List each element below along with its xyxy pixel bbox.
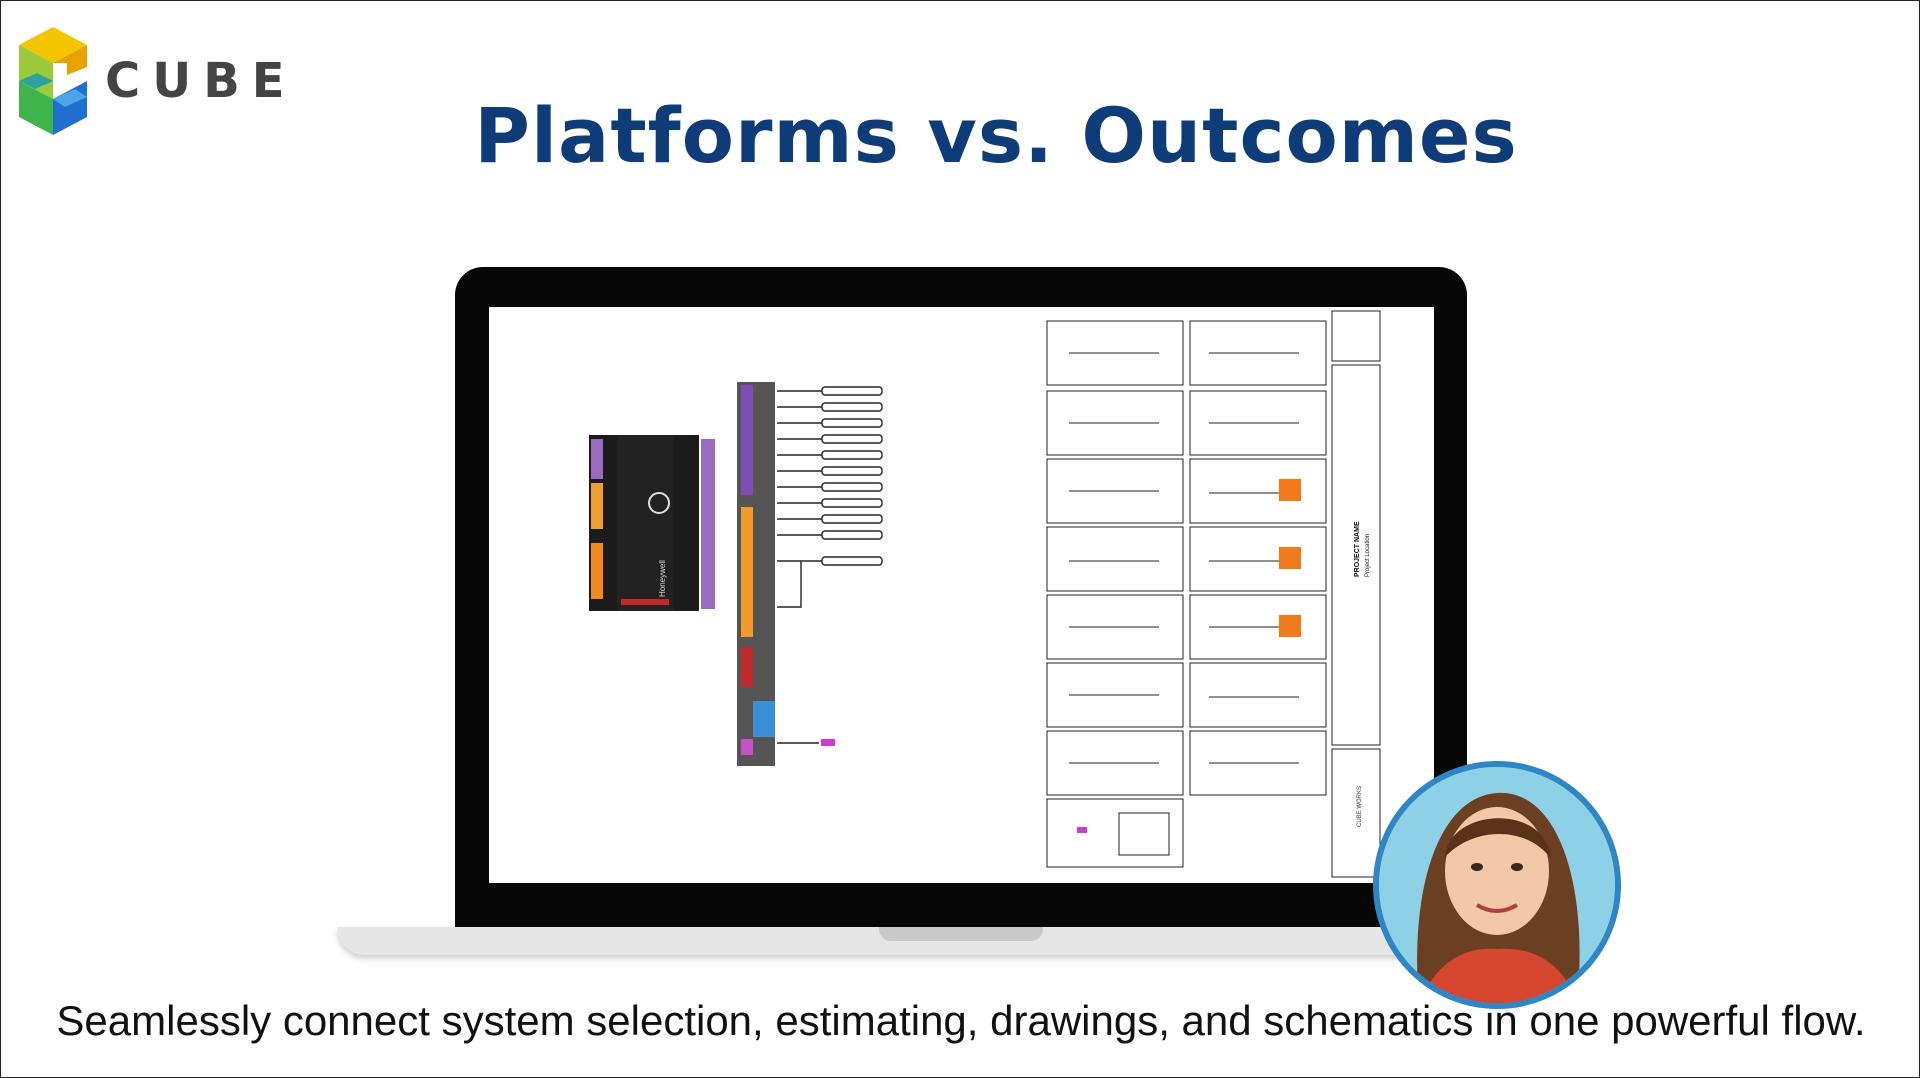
actuator-icons [1279,479,1301,637]
laptop-screen: Honeywell [489,307,1434,883]
titleblock-logo-label: CUBE WORKS [1357,786,1363,827]
slide-caption: Seamlessly connect system selection, est… [56,997,1866,1044]
cube-logo [15,27,275,137]
presenter-avatar [1373,761,1621,1009]
controller-device: Honeywell [589,435,715,611]
cube-wordmark: CUBE [105,53,297,109]
cube-logo-icon [19,27,87,135]
schematic-drawing: Honeywell [589,310,1381,878]
project-name-label: PROJECT NAME [1354,521,1361,577]
title-block [1331,310,1381,878]
controller-brand-label: Honeywell [658,560,667,597]
project-location-label: Project Location [1365,534,1371,577]
laptop-notch [879,927,1043,941]
magenta-tag-2 [1077,827,1087,833]
slide-title: Platforms vs. Outcomes [474,91,1518,180]
terminal-strip [737,382,775,766]
device-panels [1046,320,1327,868]
point-labels [777,386,883,744]
presenter-photo [1379,767,1615,1003]
magenta-tag [821,739,835,746]
device-box [1118,812,1170,856]
